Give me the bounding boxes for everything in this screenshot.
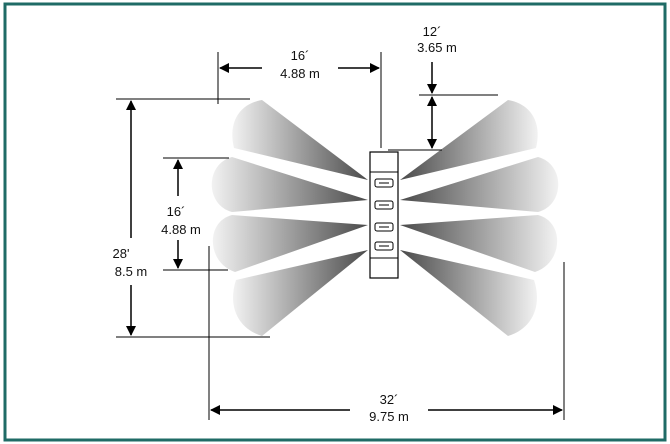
mounting-post: [369, 151, 399, 279]
dimension-top-width: [217, 52, 382, 148]
top-width-ft-label: 16´: [291, 48, 310, 63]
dimension-total-width: [208, 246, 565, 420]
detector-4: [374, 241, 394, 251]
frame-border: [3, 2, 667, 442]
beam-left-4: [233, 250, 368, 336]
beam-left-3: [212, 215, 368, 272]
beam-right-3: [400, 215, 558, 272]
detector-3: [374, 222, 394, 232]
dimension-beam-spacing: [388, 62, 498, 151]
inner-height-m-label: 4.88 m: [161, 222, 201, 237]
beam-right-4: [400, 250, 537, 336]
detector-1: [374, 178, 394, 188]
beam-right-2: [400, 157, 559, 212]
total-width-ft-label: 32´: [380, 392, 399, 407]
detector-2: [374, 200, 394, 210]
beam-left-1: [232, 100, 368, 180]
total-height-ft-label: 28': [113, 246, 130, 261]
top-width-m-label: 4.88 m: [280, 66, 320, 81]
total-height-m-label: 8.5 m: [115, 264, 148, 279]
beam-spacing-ft-label: 12´: [423, 24, 442, 39]
beam-left-2: [211, 157, 368, 212]
inner-height-ft-label: 16´: [167, 204, 186, 219]
dimension-inner-height: [163, 157, 229, 271]
total-width-m-label: 9.75 m: [369, 409, 409, 424]
dimension-total-height: [116, 98, 270, 338]
beam-right-1: [400, 100, 538, 180]
beam-spacing-m-label: 3.65 m: [417, 40, 457, 55]
